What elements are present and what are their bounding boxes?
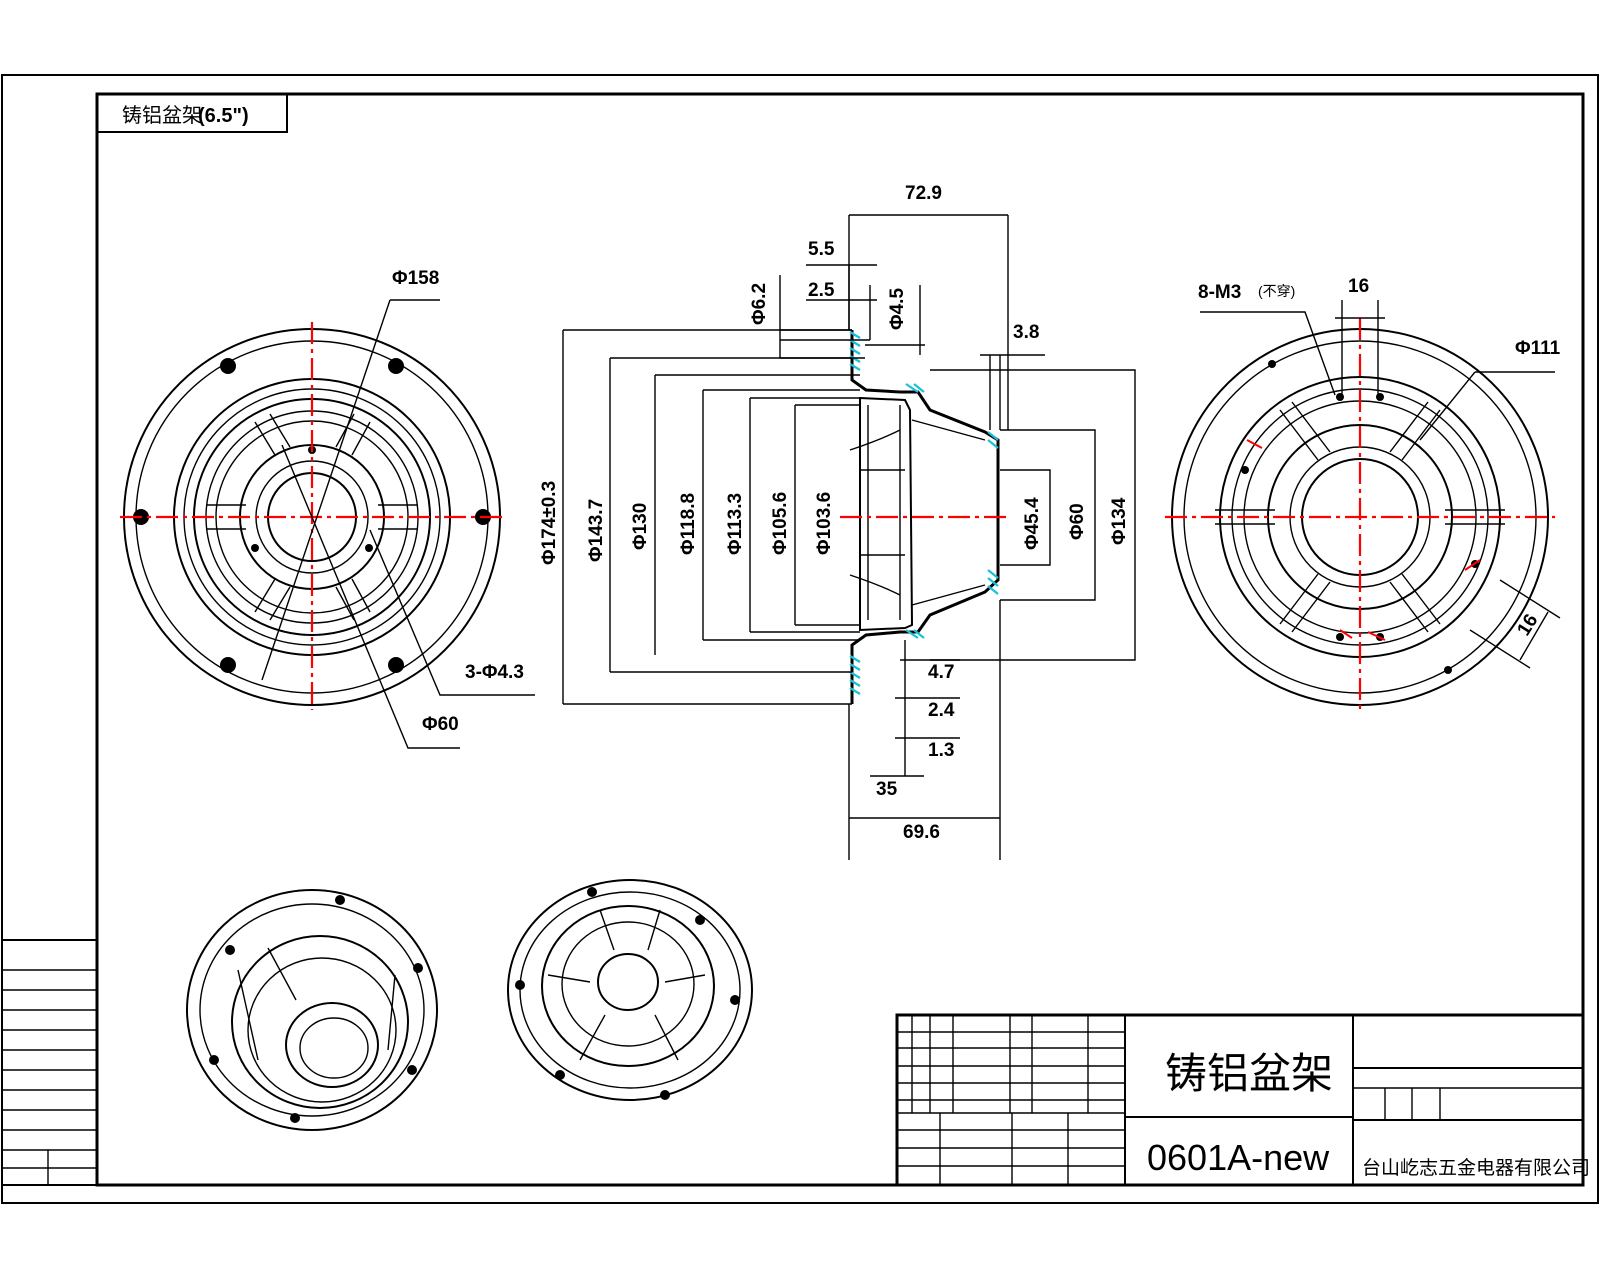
section-view xyxy=(562,214,1136,860)
dim-phi174: Φ174±0.3 xyxy=(539,481,560,565)
dim-phi45-4: Φ45.4 xyxy=(1022,497,1043,550)
dim-phi158: Φ158 xyxy=(392,268,439,289)
iso-view-front xyxy=(186,889,438,1131)
dim-phi105-6: Φ105.6 xyxy=(770,492,791,555)
dim-3-phi4-3: 3-Φ4.3 xyxy=(465,662,524,683)
title-block xyxy=(895,1013,1585,1187)
dim-8-m3-note: (不穿) xyxy=(1258,283,1295,299)
dim-16-top: 16 xyxy=(1348,276,1369,297)
outer-frame xyxy=(1,74,1599,1204)
dim-phi118-8: Φ118.8 xyxy=(678,493,699,555)
dim-69-6: 69.6 xyxy=(903,822,940,843)
rear-view xyxy=(1165,300,1561,712)
dim-phi4-5: Φ4.5 xyxy=(887,288,908,330)
dim-8-m3: 8-M3 xyxy=(1198,282,1241,303)
revision-table xyxy=(1,939,98,1186)
dim-phi134: Φ134 xyxy=(1109,497,1130,545)
dim-phi111: Φ111 xyxy=(1515,338,1561,359)
dim-phi130: Φ130 xyxy=(630,503,651,550)
dim-1-3: 1.3 xyxy=(928,740,954,761)
dim-phi113-3: Φ113.3 xyxy=(725,493,746,555)
inner-frame xyxy=(95,92,1585,1187)
dim-phi60-section: Φ60 xyxy=(1067,503,1088,540)
dim-35: 35 xyxy=(876,779,898,800)
part-tag-size: (6.5") xyxy=(198,105,249,127)
front-view xyxy=(120,299,535,749)
dim-16-side: 16 xyxy=(1513,611,1542,640)
dim-2-5: 2.5 xyxy=(808,280,835,301)
part-tag: 铸铝盆架 (6.5") xyxy=(96,93,288,133)
dim-phi103-6: Φ103.6 xyxy=(814,492,835,555)
dim-5-5: 5.5 xyxy=(808,239,835,260)
dim-phi6-2: Φ6.2 xyxy=(749,283,770,325)
iso-view-rear xyxy=(507,879,753,1101)
dim-4-7: 4.7 xyxy=(928,662,954,683)
drawing-number: 0601A-new xyxy=(1147,1137,1330,1178)
dim-phi143-7: Φ143.7 xyxy=(586,499,607,562)
dim-72-9: 72.9 xyxy=(905,183,942,204)
drawing-title: 铸铝盆架 xyxy=(1165,1050,1333,1097)
company-name: 台山屹志五金电器有限公司 xyxy=(1362,1157,1590,1179)
part-tag-name: 铸铝盆架 xyxy=(122,104,202,127)
dim-2-4: 2.4 xyxy=(928,700,955,721)
dim-phi60: Φ60 xyxy=(422,714,459,735)
dim-3-8: 3.8 xyxy=(1013,322,1039,343)
